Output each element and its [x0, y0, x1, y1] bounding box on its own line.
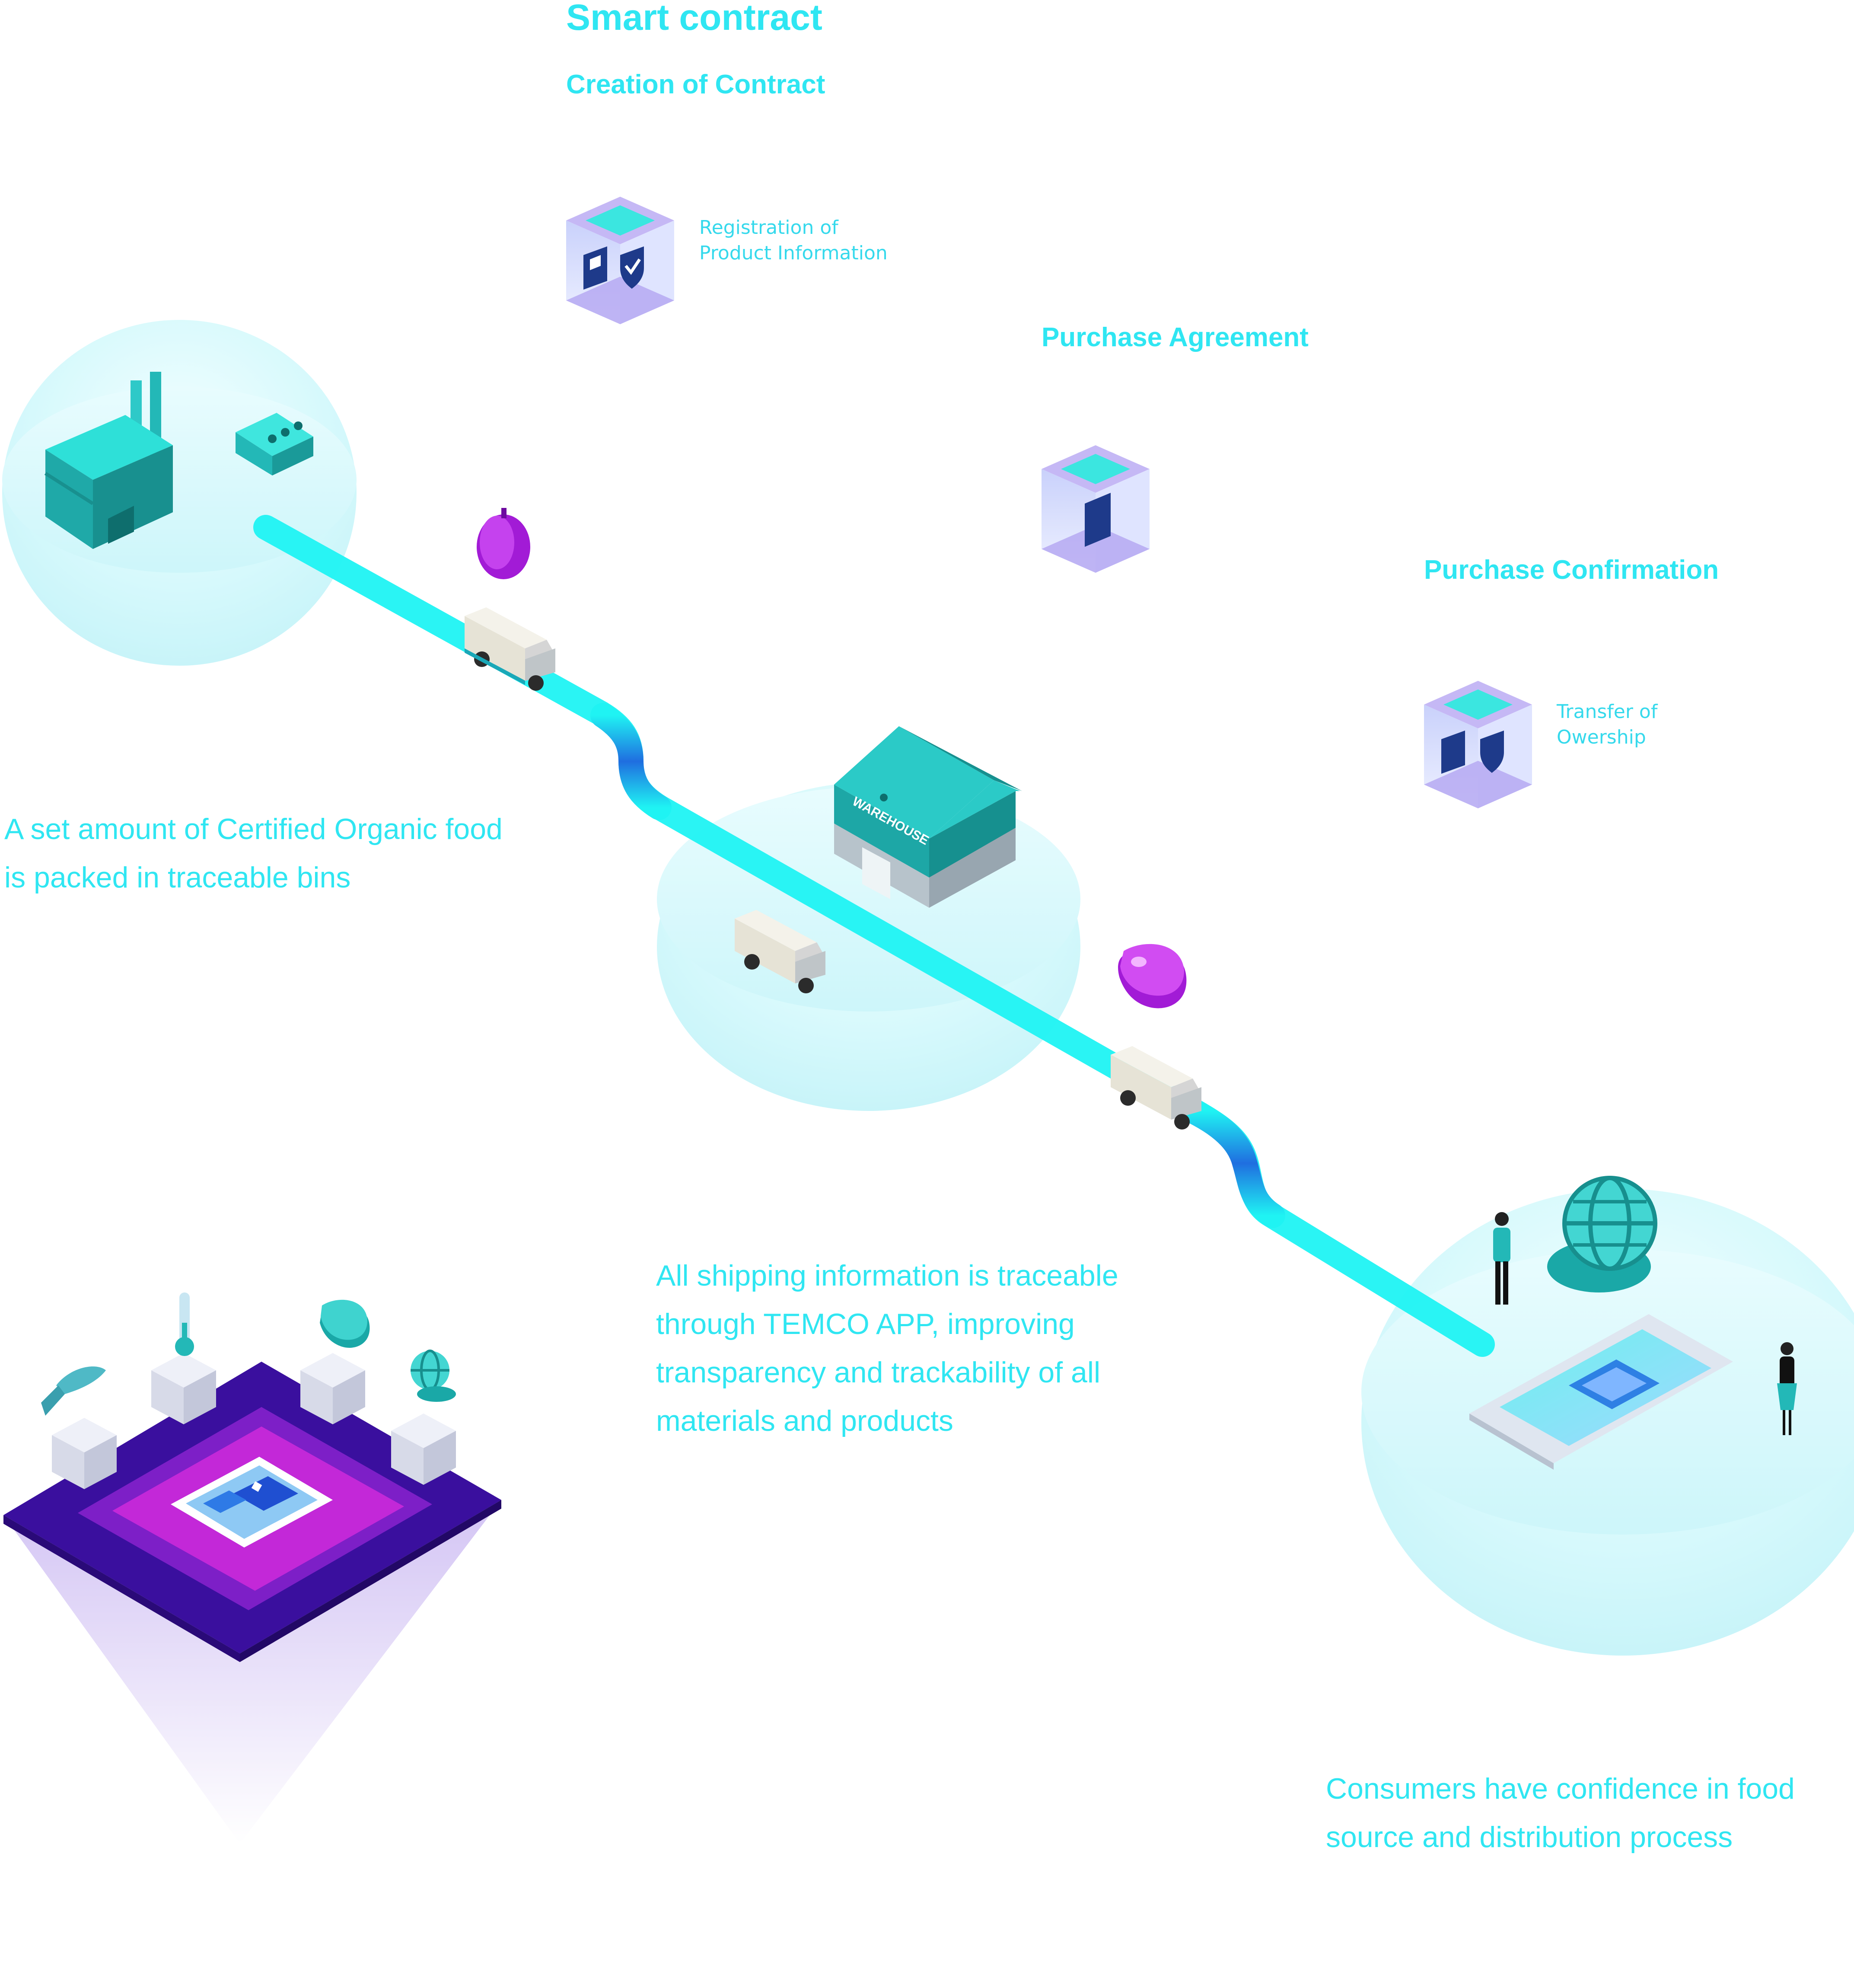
machine-icon: [236, 413, 313, 475]
contract-cube-confirmation: [1424, 681, 1532, 808]
step-heading-agreement: Purchase Agreement: [1042, 322, 1309, 352]
person-icon: [1777, 1342, 1797, 1435]
producer-description: A set amount of Certified Organic food i…: [4, 813, 503, 894]
apple-icon: [477, 508, 530, 579]
meat-icon: [1118, 944, 1187, 1008]
step-heading-confirmation: Purchase Confirmation: [1424, 555, 1719, 585]
qr-code-icon: [251, 1481, 262, 1492]
step-caption-confirmation: Transfer of Owership: [1557, 701, 1658, 748]
cube-icon: [300, 1353, 365, 1424]
document-icon: [583, 246, 607, 290]
qr-platform: [3, 1362, 501, 1844]
shipping-description: All shipping information is traceable th…: [656, 1259, 1118, 1437]
warehouse-icon: WAREHOUSE: [834, 726, 1022, 908]
truck-icon: [735, 910, 825, 993]
cube-icon: [391, 1414, 456, 1485]
contract-cube-creation: [566, 197, 674, 324]
consumer-description: Consumers have confidence in food source…: [1326, 1772, 1795, 1854]
factory-icon: [44, 372, 173, 549]
globe-icon: [1547, 1176, 1657, 1292]
step-heading-creation: Creation of Contract: [566, 70, 825, 99]
smartphone-icon: [1469, 1314, 1733, 1470]
supply-chain-path: [253, 515, 1495, 1357]
thermometer-icon: [175, 1292, 194, 1356]
cube-icon: [151, 1353, 216, 1424]
page-title: Smart contract: [566, 0, 822, 38]
truck-icon: [465, 607, 555, 691]
person-icon: [1493, 1212, 1510, 1305]
fish-icon: [41, 1366, 106, 1416]
cube-icon: [52, 1418, 117, 1489]
step-caption-creation: Registration of Product Information: [699, 217, 888, 264]
truck-icon: [1111, 1046, 1201, 1130]
meat-icon: [320, 1299, 370, 1348]
contract-cube-agreement: [1042, 445, 1150, 573]
shield-check-icon: [620, 246, 644, 289]
globe-icon: [411, 1350, 456, 1402]
